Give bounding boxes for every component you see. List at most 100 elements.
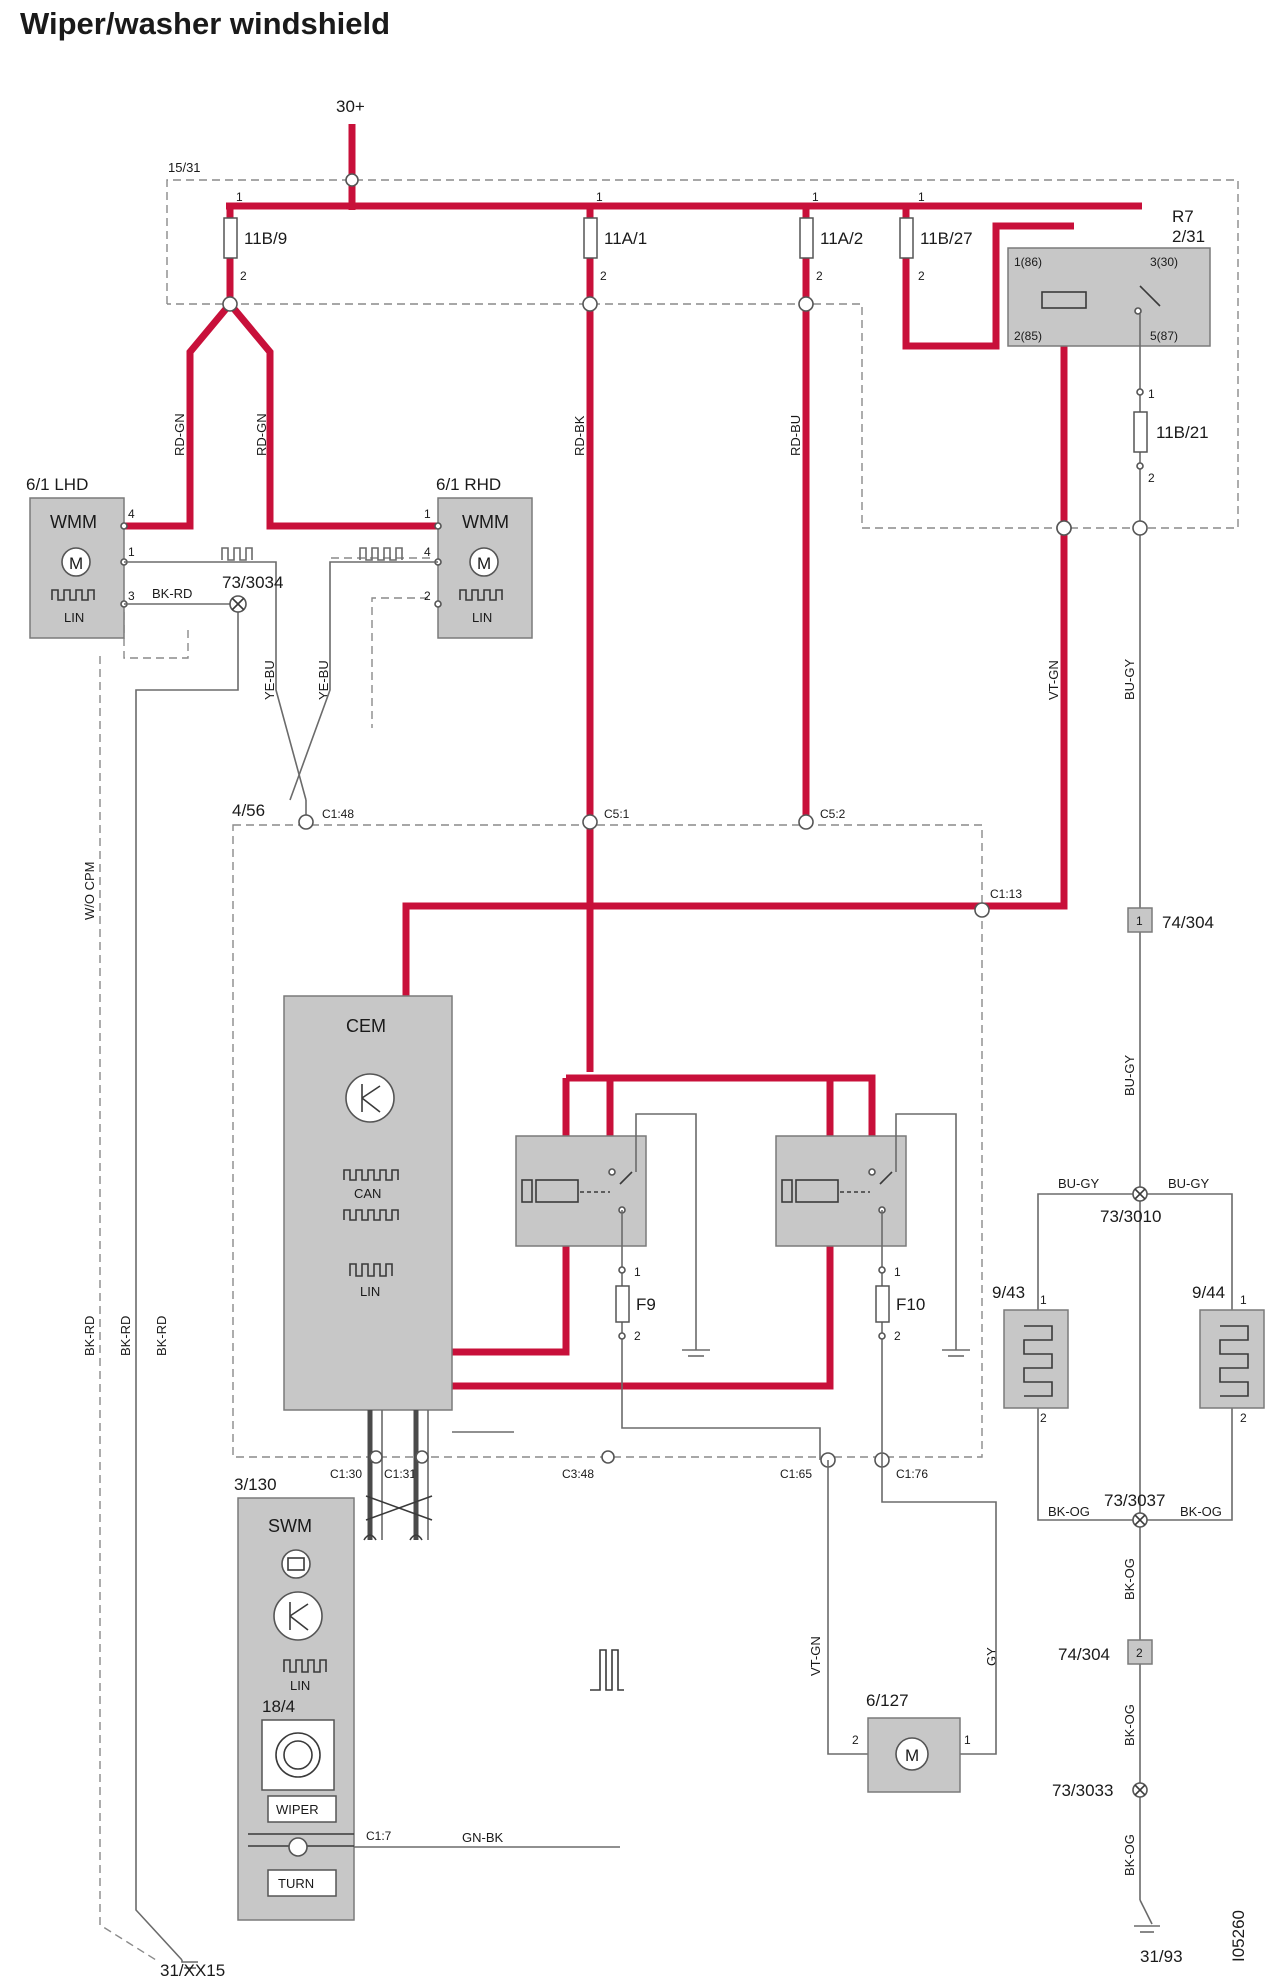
- svg-text:BK-OG: BK-OG: [1180, 1504, 1222, 1519]
- fuse-11a2: 1 2 11A/2: [799, 190, 863, 283]
- svg-text:2: 2: [600, 269, 607, 283]
- svg-text:BU-GY: BU-GY: [1122, 1055, 1137, 1097]
- wmm-lhd-name: WMM: [50, 512, 97, 532]
- svg-text:M: M: [69, 554, 83, 573]
- relay-r7: R7 2/31 1(86) 2(85) 3(30) 5(87): [1007, 207, 1211, 347]
- heater-9-44: 9/44 1 2: [1192, 1283, 1265, 1425]
- svg-text:2: 2: [816, 269, 823, 283]
- connector-74-304-bottom-label: 74/304: [1058, 1645, 1110, 1664]
- cem-relay-f9: [515, 1113, 821, 1460]
- svg-text:BK-RD: BK-RD: [152, 586, 192, 601]
- splice-73-3010-label: 73/3010: [1100, 1207, 1161, 1226]
- splice-73-3010: 73/3010: [1100, 1186, 1161, 1226]
- svg-text:2: 2: [918, 269, 925, 283]
- washer-motor-id: 6/127: [866, 1691, 909, 1710]
- svg-text:C1:7: C1:7: [366, 1829, 392, 1843]
- terminal-30-label: 30+: [336, 97, 365, 116]
- svg-text:1: 1: [236, 190, 243, 204]
- fuse-11b27: 1 2 11B/27: [899, 190, 973, 283]
- svg-text:2(85): 2(85): [1014, 329, 1042, 343]
- cem-id: 4/56: [232, 801, 265, 820]
- relay-r7-name: R7: [1172, 207, 1194, 226]
- svg-text:3(30): 3(30): [1150, 255, 1178, 269]
- svg-text:BK-OG: BK-OG: [1048, 1504, 1090, 1519]
- svg-text:C5:2: C5:2: [820, 807, 846, 821]
- cem-bottom-harness: [363, 1410, 514, 1541]
- svg-text:M: M: [905, 1746, 919, 1765]
- svg-text:1: 1: [424, 507, 431, 521]
- svg-text:W/O CPM: W/O CPM: [82, 862, 97, 921]
- svg-text:1: 1: [596, 190, 603, 204]
- svg-text:BK-OG: BK-OG: [1122, 1558, 1137, 1600]
- svg-text:1: 1: [1148, 387, 1155, 401]
- svg-text:2: 2: [1040, 1411, 1047, 1425]
- wmm-rhd-name: WMM: [462, 512, 509, 532]
- fuse-11a1-label: 11A/1: [604, 229, 647, 248]
- ground-31-xx15-label: 31/XX15: [160, 1961, 225, 1980]
- svg-text:2: 2: [634, 1329, 641, 1343]
- svg-text:1: 1: [1040, 1293, 1047, 1307]
- svg-text:1: 1: [918, 190, 925, 204]
- svg-text:2: 2: [894, 1329, 901, 1343]
- swm-name: SWM: [268, 1516, 312, 1536]
- svg-text:1: 1: [128, 545, 135, 559]
- fuse-11b21: 1 2 11B/21: [1133, 346, 1209, 920]
- ground-31-93-label: 31/93: [1140, 1947, 1183, 1966]
- heater-9-43-label: 9/43: [992, 1283, 1025, 1302]
- svg-text:C5:1: C5:1: [604, 807, 630, 821]
- svg-text:C1:65: C1:65: [780, 1467, 812, 1481]
- right-branch-wires: BU-GY BU-GY BK-OG BK-OG: [1037, 932, 1233, 1900]
- svg-text:GN-BK: GN-BK: [462, 1830, 504, 1845]
- svg-text:BU-GY: BU-GY: [1168, 1176, 1210, 1191]
- svg-text:YE-BU: YE-BU: [262, 660, 277, 700]
- swm-module: 3/130 SWM LIN 18/4 WIPER TURN: [234, 1475, 355, 1921]
- svg-text:5(87): 5(87): [1150, 329, 1178, 343]
- cem-name: CEM: [346, 1016, 386, 1036]
- svg-text:C1:13: C1:13: [990, 887, 1022, 901]
- svg-text:CAN: CAN: [354, 1186, 381, 1201]
- heater-9-44-label: 9/44: [1192, 1283, 1225, 1302]
- svg-text:BK-OG: BK-OG: [1122, 1834, 1137, 1876]
- svg-text:C1:30: C1:30: [330, 1467, 362, 1481]
- cem-connector-nodes: C1:48 C5:1 C5:2 C1:13 C1:30 C1:31 C3:48 …: [298, 807, 1022, 1481]
- wmm-rhd: 6/1 RHD WMM M LIN 1 4 2: [424, 475, 533, 639]
- svg-text:C1:48: C1:48: [322, 807, 354, 821]
- svg-text:2: 2: [852, 1733, 859, 1747]
- svg-text:LIN: LIN: [472, 610, 492, 625]
- svg-text:2: 2: [1240, 1411, 1247, 1425]
- wire-color-labels: RD-GN RD-GN RD-BK RD-BU VT-GN BU-GY BU-G…: [82, 413, 1137, 1876]
- ground-31-xx15: 31/XX15: [160, 1960, 225, 1980]
- svg-text:4: 4: [424, 545, 431, 559]
- svg-text:2: 2: [424, 589, 431, 603]
- svg-text:C3:48: C3:48: [562, 1467, 594, 1481]
- figure-id: I05260: [1229, 1910, 1248, 1962]
- svg-text:LIN: LIN: [64, 610, 84, 625]
- fusebox-15-31-outline: [166, 179, 1239, 529]
- fuse-f9-label: F9: [636, 1295, 656, 1314]
- svg-text:RD-BK: RD-BK: [572, 415, 587, 456]
- splice-73-3033: 73/3033: [1052, 1781, 1148, 1800]
- vt-gn-wire: [1056, 520, 1072, 536]
- fuse-11b9-label: 11B/9: [244, 229, 287, 248]
- splice-73-3037: 73/3037: [1104, 1491, 1165, 1528]
- cem-relay-f10: [775, 1113, 970, 1460]
- svg-text:BK-RD: BK-RD: [118, 1316, 133, 1356]
- fuse-11a1: 1 2 11A/1: [583, 190, 647, 283]
- svg-text:LIN: LIN: [290, 1678, 310, 1693]
- svg-text:1: 1: [1136, 914, 1143, 928]
- svg-text:BU-GY: BU-GY: [1122, 659, 1137, 701]
- svg-text:RD-GN: RD-GN: [254, 413, 269, 456]
- wmm-rhd-signal-wires: [289, 547, 438, 822]
- splice-73-3037-label: 73/3037: [1104, 1491, 1165, 1510]
- splice-73-3033-label: 73/3033: [1052, 1781, 1113, 1800]
- fuse-11b21-label: 11B/21: [1156, 423, 1209, 442]
- fuse-f10: 1 2 F10: [875, 1265, 925, 1343]
- fuse-f9: 1 2 F9: [615, 1265, 656, 1343]
- wmm-rhd-id: 6/1 RHD: [436, 475, 501, 494]
- fuse-11b27-label: 11B/27: [920, 229, 973, 248]
- svg-text:1: 1: [964, 1733, 971, 1747]
- svg-text:VT-GN: VT-GN: [1046, 660, 1061, 700]
- svg-text:BU-GY: BU-GY: [1058, 1176, 1100, 1191]
- svg-text:M: M: [477, 554, 491, 573]
